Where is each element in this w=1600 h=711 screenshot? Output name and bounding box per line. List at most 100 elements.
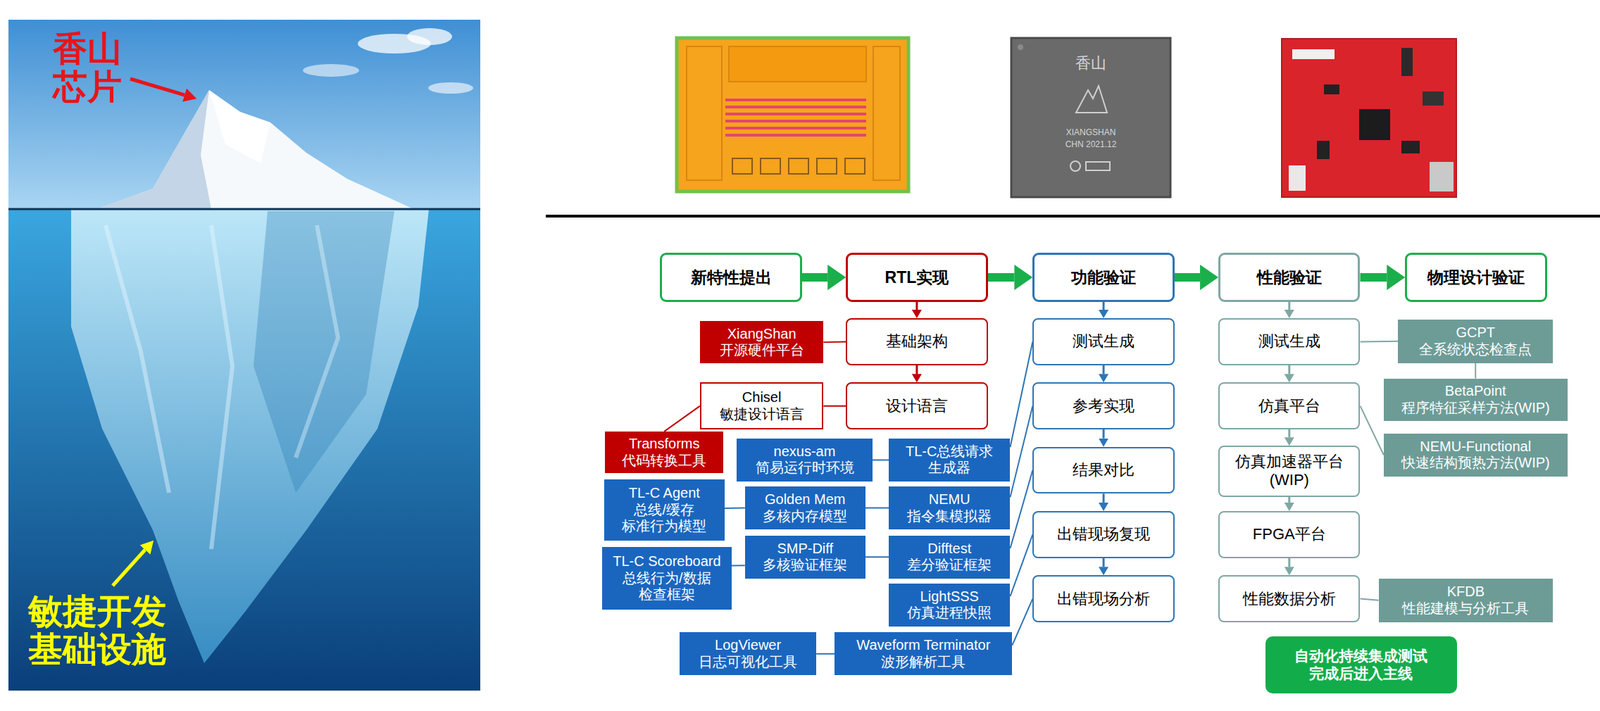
tool-box: SMP-Diff多核验证框架 [745, 535, 866, 579]
node-text: 差分验证框架 [907, 557, 992, 574]
layout-stripe [725, 133, 867, 137]
node-text: 性能数据分析 [1242, 590, 1336, 609]
node-text: 基础架构 [885, 332, 948, 351]
chip-marking: 香山 [1055, 54, 1127, 72]
connector [724, 507, 746, 510]
board-connector [1429, 161, 1454, 192]
connector [1011, 599, 1033, 646]
step-box: 出错现场复现 [1032, 511, 1174, 559]
step-box: 测试生成 [1218, 318, 1360, 366]
tool-box: TL-C总线请求 生成器 [888, 438, 1010, 482]
waterline [8, 208, 481, 211]
node-text: 仿真加速器平台 (WIP) [1223, 452, 1355, 490]
node-text: 多核内存模型 [762, 508, 848, 526]
board-chip [1359, 109, 1391, 141]
fpga-board [1281, 38, 1457, 198]
node-text: 出错现场分析 [1057, 590, 1150, 609]
layout-block [728, 46, 867, 82]
node-text: XiangShan [727, 326, 797, 343]
layout-block [816, 158, 837, 174]
stage-box: 性能验证 [1218, 252, 1360, 303]
callout-label: 敏捷开发 基础设施 [28, 592, 177, 670]
chip-package [1011, 38, 1171, 198]
stage-box: 物理设计验证 [1404, 252, 1547, 303]
node-text: TL-C总线请求 生成器 [892, 443, 1006, 477]
iceberg-shade [253, 211, 395, 493]
step-box: 参考实现 [1032, 382, 1174, 430]
node-text: 简易运行时环境 [755, 459, 855, 477]
pointer-arrow [112, 550, 146, 586]
node-text: 总线行为/数据 检查框架 [606, 570, 728, 604]
step-box: 设计语言 [845, 382, 988, 430]
chip-layout [676, 38, 909, 192]
node-text: nexus-am [773, 443, 836, 461]
connector [915, 365, 918, 375]
chip-marking: CHN 2021.12 [1041, 140, 1141, 150]
step-box: 性能数据分析 [1218, 575, 1360, 623]
step-box: 仿真平台 [1218, 382, 1360, 430]
node-text: 新特性提出 [690, 268, 772, 288]
node-text: Chisel [742, 389, 782, 407]
layout-block [760, 158, 781, 174]
logo-mark [1085, 161, 1110, 171]
node-text: 仿真进程快照 [907, 604, 992, 622]
ice-streak [211, 225, 233, 550]
stage-box: 功能验证 [1032, 252, 1174, 303]
node-text: BetaPoint [1445, 383, 1507, 400]
tool-box: Chisel敏捷设计语言 [700, 382, 824, 430]
stage-box: RTL实现 [845, 252, 988, 303]
tool-box: Golden Mem多核内存模型 [745, 486, 866, 530]
iceberg-shadow [97, 90, 212, 210]
connector [865, 507, 889, 510]
tool-box: Difftest差分验证框架 [888, 535, 1010, 579]
connector [823, 340, 846, 343]
connector [1474, 363, 1477, 379]
connector [664, 406, 700, 432]
connector [1102, 558, 1105, 568]
tool-box: KFDB性能建模与分析工具 [1378, 578, 1554, 623]
connector [988, 273, 1015, 282]
step-box: 仿真加速器平台 (WIP) [1218, 445, 1360, 497]
connector [1359, 599, 1379, 601]
board-part [1401, 47, 1413, 77]
cloud [428, 82, 474, 94]
layout-block [788, 158, 809, 174]
connector [1288, 497, 1291, 503]
logo-mark [1070, 161, 1081, 172]
board-connector [1292, 49, 1335, 60]
node-text: 总线/缓存 标准行为模型 [608, 502, 721, 536]
node-text: 敏捷设计语言 [719, 406, 805, 424]
node-text: 指令集模拟器 [907, 508, 992, 526]
layout-stripe [725, 119, 867, 123]
pointer-arrow [130, 78, 185, 96]
node-text: Waveform Terminator [856, 637, 991, 655]
node-text: NEMU-Functional [1419, 438, 1531, 456]
connector [1009, 341, 1033, 448]
connector [1288, 302, 1291, 310]
sea [8, 209, 481, 691]
connector [872, 459, 889, 461]
connector [1102, 429, 1105, 439]
step-box: FPGA平台 [1218, 511, 1360, 559]
tool-box: LightSSS仿真进程快照 [888, 583, 1010, 627]
cloud [407, 28, 453, 46]
layout-stripe [725, 112, 867, 116]
node-text: TL-C Agent [628, 485, 700, 503]
node-text: 功能验证 [1071, 268, 1136, 288]
connector [1102, 302, 1105, 310]
node-text: KFDB [1447, 583, 1485, 601]
tool-box: Transforms代码转换工具 [604, 431, 724, 474]
layout-stripe [725, 98, 867, 102]
node-text: 结果对比 [1072, 461, 1135, 480]
connector [865, 556, 889, 558]
layout-stripe [725, 105, 867, 109]
node-text: 测试生成 [1072, 332, 1135, 351]
note-box: 自动化持续集成测试 完成后进入主线 [1265, 636, 1458, 694]
node-text: SMP-Diff [776, 540, 834, 558]
connector [1359, 340, 1398, 343]
node-text: FPGA平台 [1252, 525, 1327, 544]
node-text: 物理设计验证 [1427, 268, 1525, 288]
node-text: 多核验证框架 [762, 557, 848, 574]
connector [1009, 470, 1033, 549]
